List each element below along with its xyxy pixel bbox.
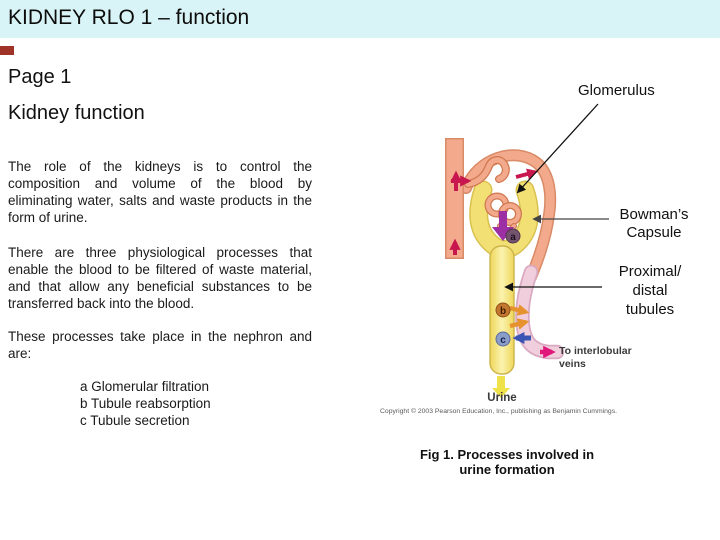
process-list: a Glomerular filtration b Tubule reabsor… [80,378,211,429]
blood-flow-arrows [449,168,539,255]
interlobular-artery-fill [446,139,463,258]
list-item-tubule-secretion: c Tubule secretion [80,413,190,428]
badge-b-letter: b [500,306,506,317]
copyright-text: Copyright © 2003 Pearson Education, Inc.… [380,408,617,415]
paragraph-nephron: These processes take place in the nephro… [8,329,312,361]
paragraph-role-of-kidneys: The role of the kidneys is to control th… [8,159,312,225]
label-glomerulus: Glomerulus [578,82,655,99]
page-heading: Page 1 [8,66,72,88]
paragraph-three-processes: There are three physiological processes … [8,245,312,311]
figure-caption: Fig 1. Processes involved in urine forma… [419,447,595,477]
list-item-glomerular-filtration: a Glomerular filtration [80,379,210,394]
slide-title-bar: KIDNEY RLO 1 – function [0,0,720,38]
badge-a: a [505,228,521,244]
badge-c: c [495,331,511,347]
reabsorption-arrows [509,304,530,330]
template-accent-mark [0,46,14,55]
label-proximal-distal-tubules: Proximal/ distal tubules [618,263,682,318]
urine-arrow [492,376,510,398]
label-to-interlobular-veins: To interlobular veins [559,345,632,370]
nephron-diagram: a b c [445,103,609,398]
badge-c-letter: c [500,335,506,346]
glomerulus-pointer-line [516,103,599,194]
label-bowmans-capsule: Bowman’s Capsule [619,206,689,241]
badge-a-letter: a [510,232,516,243]
badge-b: b [495,302,511,318]
slide-title: KIDNEY RLO 1 – function [8,6,250,29]
subheading: Kidney function [8,102,145,124]
list-item-tubule-reabsorption: b Tubule reabsorption [80,396,211,411]
label-urine: Urine [487,392,517,404]
